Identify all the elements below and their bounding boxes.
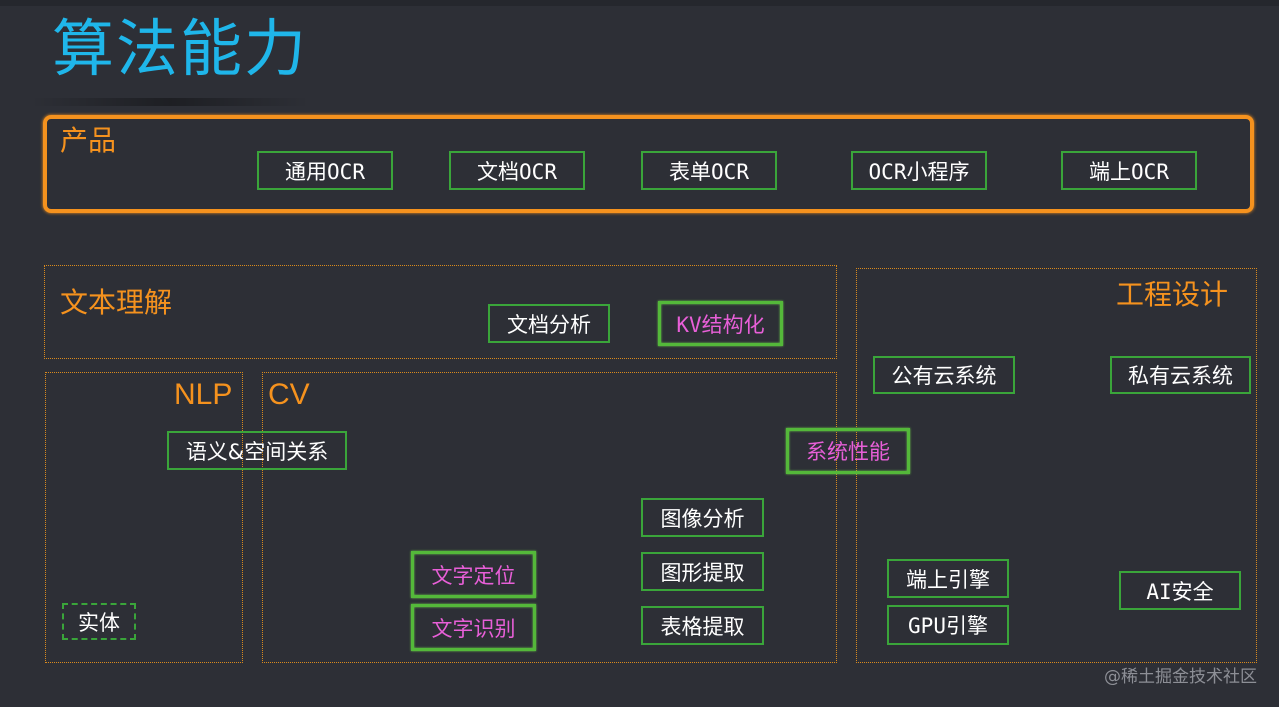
- engineering-region: [856, 268, 1257, 663]
- ai-security-node: AI安全: [1119, 571, 1241, 610]
- table-extraction-node: 表格提取: [641, 606, 764, 645]
- text-recognition-node: 文字识别: [411, 604, 536, 651]
- system-performance-node: 系统性能: [786, 428, 910, 474]
- entity-node: 实体: [62, 603, 136, 640]
- public-cloud-system-node: 公有云系统: [873, 356, 1015, 394]
- graphic-extraction-node: 图形提取: [641, 552, 764, 591]
- watermark: @稀土掘金技术社区: [1104, 667, 1257, 687]
- gpu-engine-node: GPU引擎: [887, 605, 1009, 645]
- text-understanding-region: [44, 265, 837, 359]
- ocr-mini-program-node: OCR小程序: [851, 151, 987, 190]
- title-underline-shadow: [30, 98, 310, 106]
- page-title: 算法能力: [52, 12, 309, 85]
- cv-region: [262, 372, 837, 663]
- kv-structuring-node: KV结构化: [658, 301, 783, 346]
- document-analysis-node: 文档分析: [488, 304, 610, 343]
- image-analysis-node: 图像分析: [641, 498, 764, 537]
- nlp-label: NLP: [174, 378, 233, 411]
- private-cloud-system-node: 私有云系统: [1110, 356, 1251, 394]
- nlp-region: [45, 372, 243, 663]
- product-region-label: 产品: [60, 124, 117, 157]
- general-ocr-node: 通用OCR: [257, 151, 393, 190]
- cv-label: CV: [268, 378, 310, 411]
- top-shade: [0, 0, 1279, 6]
- engineering-label: 工程设计: [1116, 278, 1229, 311]
- text-localization-node: 文字定位: [411, 551, 536, 598]
- text-understanding-label: 文本理解: [60, 286, 173, 319]
- edge-engine-node: 端上引擎: [887, 559, 1009, 598]
- edge-ocr-node: 端上OCR: [1061, 151, 1197, 190]
- form-ocr-node: 表单OCR: [641, 151, 777, 190]
- product-region: [43, 115, 1254, 213]
- document-ocr-node: 文档OCR: [449, 151, 585, 190]
- semantic-spatial-relation-node: 语义&空间关系: [167, 431, 347, 470]
